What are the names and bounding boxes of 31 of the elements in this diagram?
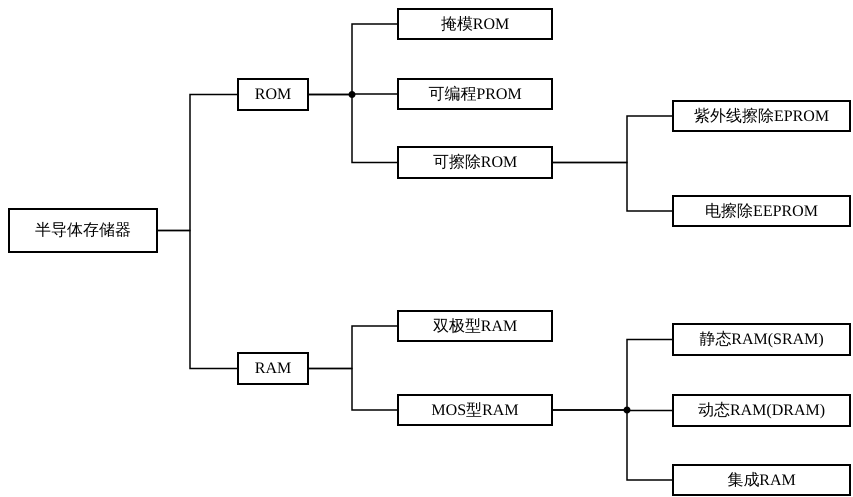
node-label: MOS型RAM bbox=[431, 400, 519, 420]
node-label: 掩模ROM bbox=[440, 14, 510, 34]
category-box bbox=[397, 78, 553, 110]
node-label: ROM bbox=[254, 86, 292, 104]
node-label: 可擦除ROM bbox=[432, 152, 518, 173]
category-box bbox=[672, 100, 851, 132]
connector-line bbox=[158, 230, 237, 370]
connector-line bbox=[309, 368, 397, 411]
connector-line bbox=[553, 409, 672, 481]
category-box bbox=[672, 195, 851, 227]
node-label: 动态RAM(DRAM) bbox=[698, 400, 826, 421]
category-box bbox=[672, 394, 851, 427]
node-label: 集成RAM bbox=[727, 470, 796, 490]
node-label: 静态RAM(SRAM) bbox=[699, 330, 824, 350]
connector-line bbox=[553, 162, 672, 212]
node-label: 紫外线擦除EPROM bbox=[694, 106, 830, 126]
category-box bbox=[397, 394, 553, 426]
category-box bbox=[397, 8, 553, 40]
category-box bbox=[8, 208, 158, 253]
category-box bbox=[237, 78, 309, 111]
connector-line bbox=[309, 94, 397, 164]
category-box bbox=[397, 310, 553, 342]
category-box bbox=[397, 146, 553, 179]
category-box bbox=[672, 464, 851, 496]
node-label: 双极型RAM bbox=[432, 316, 518, 336]
node-label: RAM bbox=[254, 360, 292, 378]
node-label: 电擦除EEPROM bbox=[705, 202, 818, 222]
category-box bbox=[672, 323, 851, 356]
node-label: 可编程PROM bbox=[428, 84, 522, 104]
category-box bbox=[237, 352, 309, 385]
node-label: 半导体存储器 bbox=[35, 220, 131, 241]
